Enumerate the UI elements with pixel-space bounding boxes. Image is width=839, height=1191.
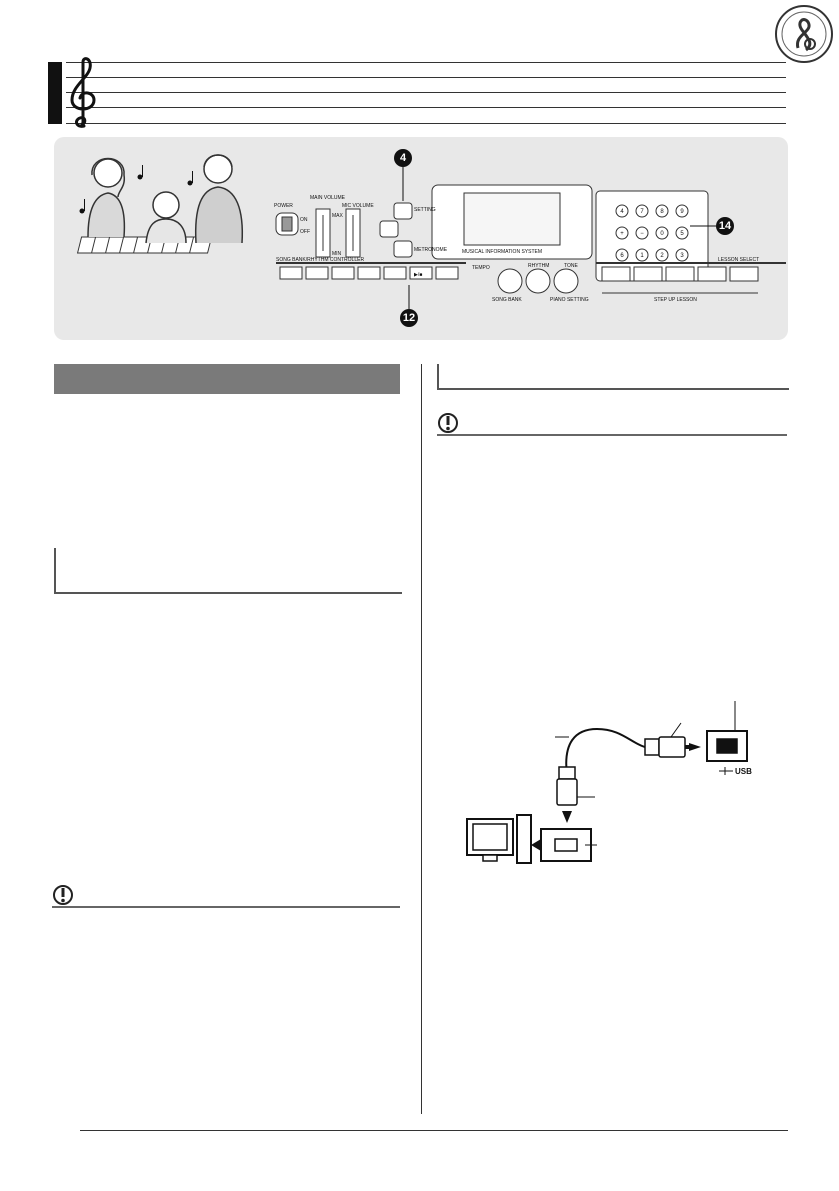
power-label: POWER [274,203,293,209]
callout-4: 4 [394,149,412,167]
step-up-lesson-label: STEP UP LESSON [654,297,697,303]
max-label: MAX [332,213,344,219]
controller-label: SONG BANK/RHYTHM CONTROLLER [276,257,364,263]
header-staff-bar [48,62,62,124]
song-bank-label: SONG BANK [492,297,522,303]
power-on-label: ON [300,217,308,223]
metronome-label: METRONOME [414,247,448,253]
callout-14: 14 [716,217,734,235]
usb-port-label: USB [735,767,752,776]
keypad-key-label: 4 [620,209,624,215]
note-heading [52,884,400,908]
rhythm-label: RHYTHM [528,263,549,269]
keypad-key-label: − [640,231,644,237]
caution-icon [53,885,73,905]
keypad-key-label: 6 [620,253,624,259]
staff-line [66,77,786,78]
power-off-label: OFF [300,229,310,235]
right-note-heading [437,412,787,436]
setting-label: SETTING [414,207,436,213]
staff-line [66,123,786,124]
lesson-select-label: LESSON SELECT [718,257,759,263]
brand-seal-logo [774,4,834,64]
tone-label: TONE [564,263,578,269]
mic-volume-label: MIC VOLUME [342,203,374,209]
min-label: MIN [332,251,342,257]
right-sub-heading-frame [437,364,789,390]
piano-setting-label: PIANO SETTING [550,297,589,303]
main-volume-label: MAIN VOLUME [310,195,346,201]
staff-line [66,92,786,93]
callout-12-leader [408,285,410,309]
usb-connection-diagram: USB [466,701,752,864]
keypad-key-label: 3 [680,253,684,259]
callout-14-leader [690,225,716,227]
keypad-key-label: 1 [640,253,644,259]
tempo-label: TEMPO [472,265,490,271]
control-panel-diagram: 4 7 8 9 + − 0 5 6 1 2 3 POWER ON OFF MAI… [274,184,786,303]
keyboard-panel-illustration: 4 7 8 9 + − 0 5 6 1 2 3 POWER ON OFF MAI… [54,137,788,340]
keypad-key-label: 5 [680,231,684,237]
family-illustration [76,154,244,254]
caution-icon [438,413,458,433]
column-divider [421,364,422,1114]
display-system-label: MUSICAL INFORMATION SYSTEM [462,249,542,255]
callout-4-leader [402,167,404,201]
keypad-key-label: 0 [660,231,664,237]
play-stop-label: ▶/■ [414,272,422,278]
keypad-key-label: 7 [640,209,644,215]
treble-clef-icon [70,57,96,128]
sub-heading-frame [54,548,402,594]
keypad-key-label: + [620,231,624,237]
footer-rule [80,1130,788,1131]
keypad-key-label: 2 [660,253,664,259]
staff-line [66,62,786,63]
keypad-key-label: 8 [660,209,664,215]
staff-line [66,107,786,108]
callout-12: 12 [400,309,418,327]
section-heading-bar [54,364,400,394]
header-staff [48,57,786,128]
keypad-key-label: 9 [680,209,684,215]
